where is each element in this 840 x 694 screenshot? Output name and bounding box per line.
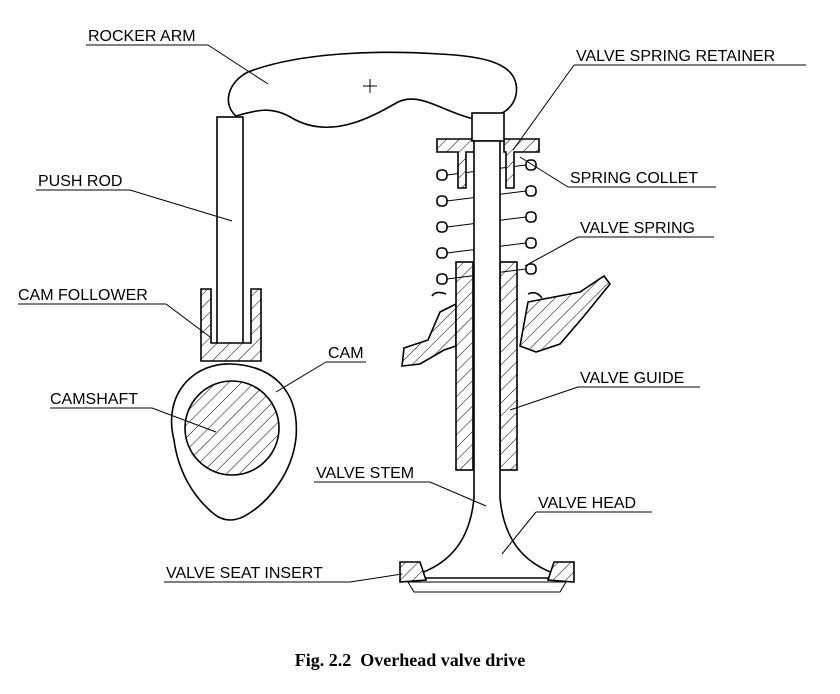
valve-face <box>407 581 567 593</box>
push-rod-shape <box>216 116 244 346</box>
valve-spring-retainer-right <box>503 138 540 189</box>
figure-caption: Fig. 2.2 Overhead valve drive <box>295 650 525 670</box>
label-valve-spring: VALVE SPRING <box>580 220 695 237</box>
valve-guide-left-wall <box>455 261 474 471</box>
label-rocker-arm: ROCKER ARM <box>88 28 196 45</box>
camshaft-section <box>184 380 280 476</box>
cam-follower-shape <box>200 288 262 362</box>
cylinder-head-casting-left <box>401 302 457 367</box>
label-push-rod: PUSH ROD <box>38 173 122 190</box>
label-valve-stem: VALVE STEM <box>316 465 414 482</box>
label-spring-collet: SPRING COLLET <box>570 170 698 187</box>
valve-spring-coils <box>431 159 543 299</box>
valve-seat-insert-right <box>546 561 575 583</box>
label-valve-seat-insert: VALVE SEAT INSERT <box>166 565 323 582</box>
rocker-arm-shape <box>227 51 518 128</box>
leader-lines <box>18 44 806 583</box>
cylinder-head-casting <box>519 274 612 353</box>
cam-profile <box>170 363 298 521</box>
label-valve-spring-retainer: VALVE SPRING RETAINER <box>576 48 775 65</box>
label-cam: CAM <box>328 345 364 362</box>
label-valve-guide: VALVE GUIDE <box>580 370 684 387</box>
label-cam-follower: CAM FOLLOWER <box>18 287 148 304</box>
label-valve-head: VALVE HEAD <box>538 495 636 512</box>
valve-seat-insert-left <box>399 561 428 583</box>
label-camshaft: CAMSHAFT <box>50 391 138 408</box>
valve-guide-right-wall <box>499 261 518 471</box>
valve-stem-tip <box>471 112 505 142</box>
rocker-pivot-mark <box>363 79 377 93</box>
